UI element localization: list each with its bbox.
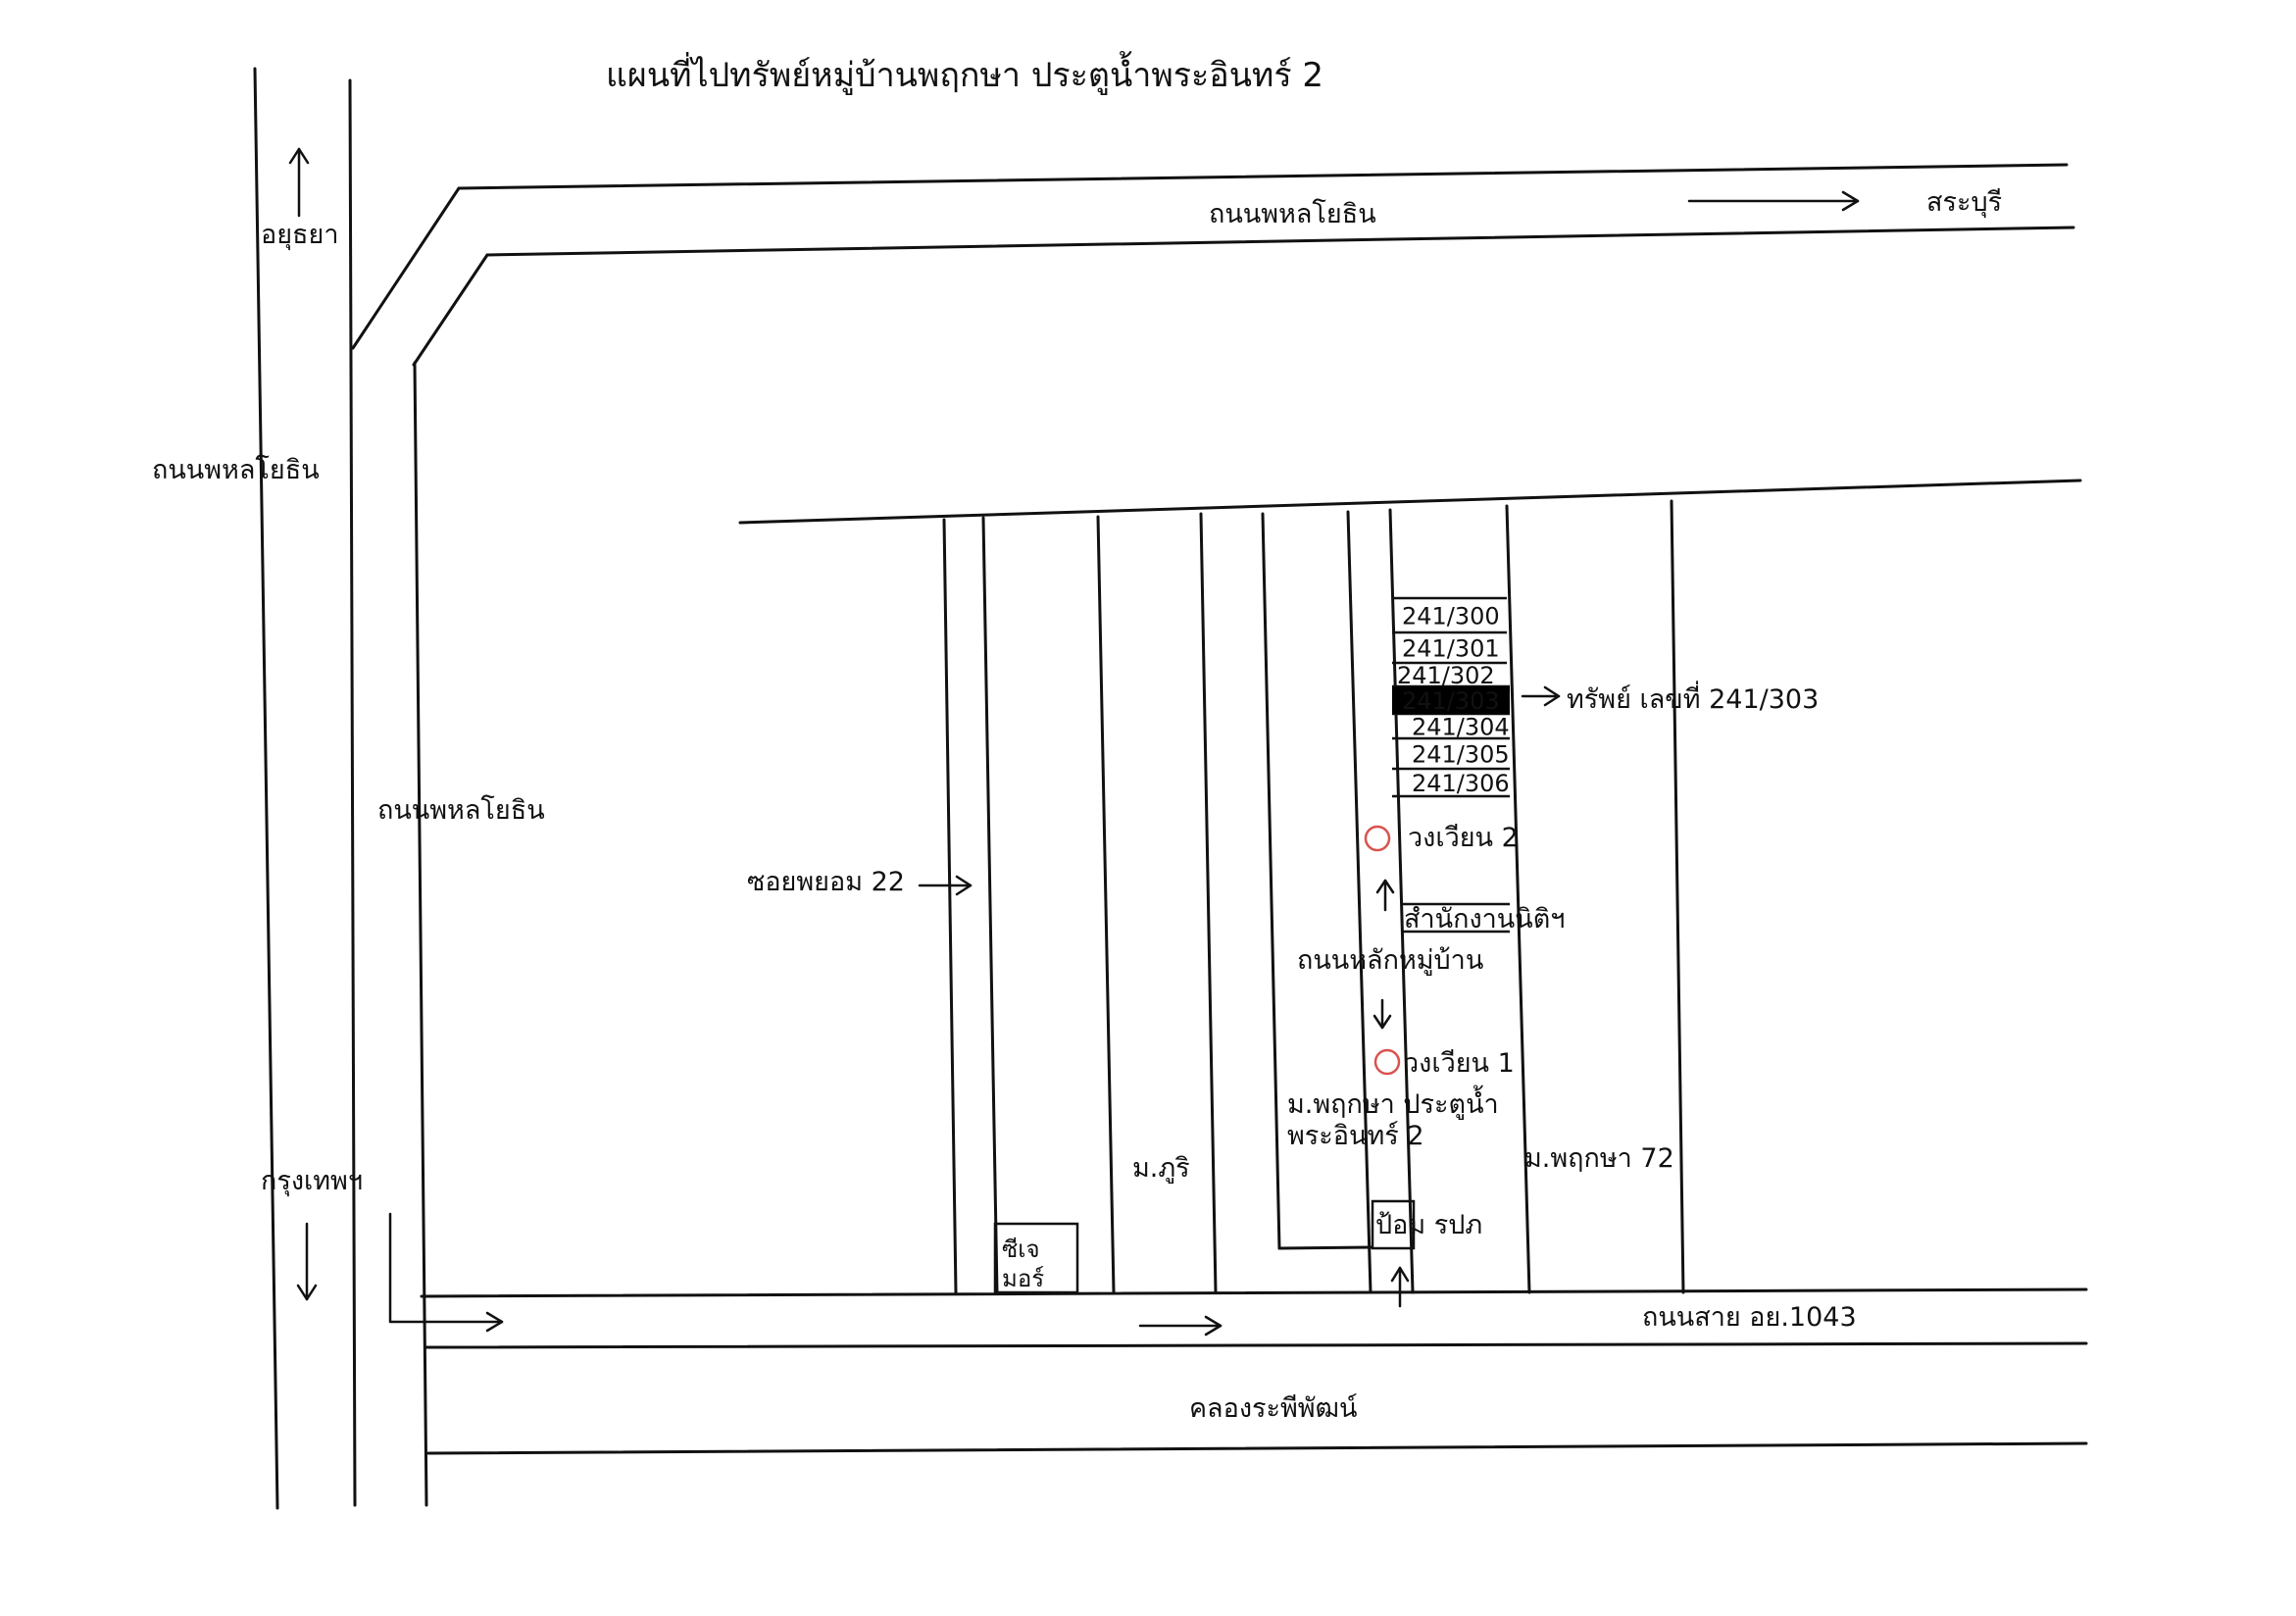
label-phahon-top: ถนนพหลโยธิน [1209,199,1376,229]
soi-lines [942,499,1685,1294]
label-phahon-frontage: ถนนพหลโยธิน [377,795,545,826]
unit-label: 241/304 [1412,714,1510,741]
guard-post [1371,1199,1416,1250]
label-bangkok: กรุงเทพฯ [261,1166,363,1197]
arrow-up-icon [288,147,310,218]
roundabout-2-icon [1364,825,1391,852]
unit-label: 241/300 [1402,603,1500,631]
estate-boundary [738,479,2082,525]
label-project-2: พระอินทร์ 2 [1287,1120,1424,1151]
unit-labels: 241/300241/301241/302241/303241/304241/3… [1397,603,1510,798]
label-road-1043: ถนนสาย อย.1043 [1642,1302,1857,1333]
arrow-right-soi-icon [918,875,973,896]
arrow-down-main-road-icon [1373,998,1392,1030]
canal-line [426,1441,2088,1455]
label-pruksa-72: ม.พฤกษา 72 [1524,1143,1674,1174]
cj-label-1: ซีเจ [1002,1236,1040,1263]
arrow-up-main-road-icon [1375,879,1395,912]
unit-label: 241/303 [1402,687,1500,715]
label-main-road: ถนนหลักหมู่บ้าน [1297,945,1483,976]
label-ayutthaya: อยุธยา [261,220,339,251]
label-juristic-office: สำนักงานนิติฯ [1404,904,1565,934]
label-roundabout-2: วงเวียน 2 [1408,823,1519,853]
map-title: แผนที่ไปทรัพย์หมู่บ้านพฤกษา ประตูน้ำพระอ… [606,51,1323,95]
label-saraburi: สระบุรี [1926,187,2002,219]
cj-more-store [993,1222,1079,1294]
label-soi-phayom: ซอยพยอม 22 [747,867,905,897]
arrow-down-icon [296,1222,318,1301]
highlighted-unit [1392,686,1510,714]
label-canal: คลองระพีพัฒน์ [1189,1392,1358,1424]
label-property: ทรัพย์ เลขที่ 241/303 [1567,681,1819,715]
phahon-frontage-road [413,361,428,1507]
label-phahon-left: ถนนพหลโยธิน [152,455,320,485]
label-phuri: ม.ภูริ [1132,1153,1190,1184]
arrow-right-1043-icon [388,1212,504,1333]
arrow-right-property-icon [1521,685,1561,707]
arrow-up-entrance-icon [1390,1266,1410,1308]
label-guard-post: ป้อม รปภ [1375,1210,1482,1240]
roundabout-1-icon [1373,1048,1401,1076]
cj-label-2: มอร์ [1002,1265,1044,1292]
unit-label: 241/301 [1402,635,1500,663]
unit-label: 241/305 [1412,741,1510,769]
unit-label: 241/306 [1412,770,1510,797]
phahon-top-road [351,163,2075,367]
label-roundabout-1: วงเวียน 1 [1404,1048,1515,1079]
arrow-right-saraburi-icon [1687,190,1860,212]
road-1043 [420,1288,2088,1349]
arrow-right-1043b-icon [1138,1315,1223,1337]
unit-label: 241/302 [1397,662,1495,689]
phahon-yothin-highway [253,67,357,1510]
unit-grid [1392,596,1510,798]
label-project-1: ม.พฤกษา ประตูน้ำ [1287,1085,1499,1120]
